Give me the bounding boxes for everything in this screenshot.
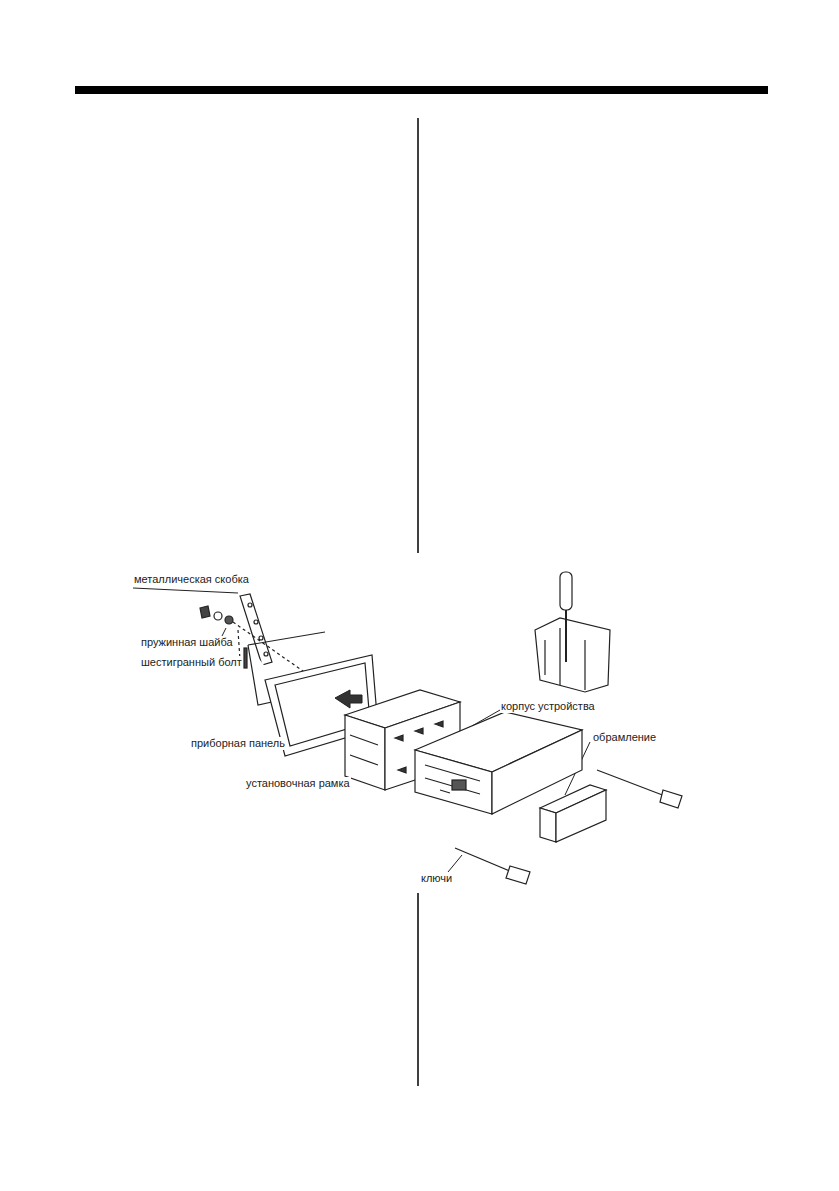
part-label: металлическая скобка	[133, 573, 250, 586]
arrow	[335, 690, 362, 708]
bolt-head	[200, 606, 210, 618]
frame-detail	[535, 618, 610, 692]
screwdriver-inset	[535, 572, 610, 692]
leader-line	[222, 628, 226, 636]
spring-washer	[225, 616, 233, 624]
trim-front	[540, 808, 556, 842]
column-divider	[417, 893, 419, 1086]
removal-keys	[455, 770, 682, 884]
trim-side	[556, 790, 606, 842]
bracket-hole	[264, 652, 268, 656]
hex-bolt	[244, 648, 247, 668]
part-label: приборная панель	[190, 737, 286, 750]
frame-slots	[350, 735, 378, 765]
bracket-hole	[254, 620, 258, 624]
key-shaft	[455, 848, 512, 872]
unit-body	[415, 712, 582, 814]
part-label: ключи	[420, 872, 453, 885]
bracket-hole	[259, 636, 263, 640]
part-label: шестигранный болт	[140, 656, 243, 669]
header-bar	[75, 86, 768, 94]
connector	[452, 780, 466, 790]
key-handle	[660, 790, 682, 808]
screwdriver-shaft	[565, 610, 567, 662]
column-divider	[417, 118, 419, 553]
frame-front	[345, 715, 385, 790]
leader-line	[448, 855, 462, 872]
page-frame	[75, 86, 768, 1086]
part-label: установочная рамка	[245, 777, 351, 790]
key-handle	[506, 866, 530, 884]
part-label: корпус устройства	[500, 700, 596, 713]
washer	[214, 612, 222, 620]
part-label: пружинная шайба	[140, 636, 234, 649]
leader-line	[133, 588, 238, 593]
bracket-hole	[248, 603, 252, 607]
trim-ring	[540, 785, 606, 842]
leader-lines	[133, 588, 590, 872]
part-label: обрамление	[592, 731, 657, 744]
unit-front	[415, 750, 492, 814]
key-shaft	[597, 770, 665, 796]
screwdriver-handle	[560, 572, 572, 610]
unit-front-details	[425, 765, 480, 794]
